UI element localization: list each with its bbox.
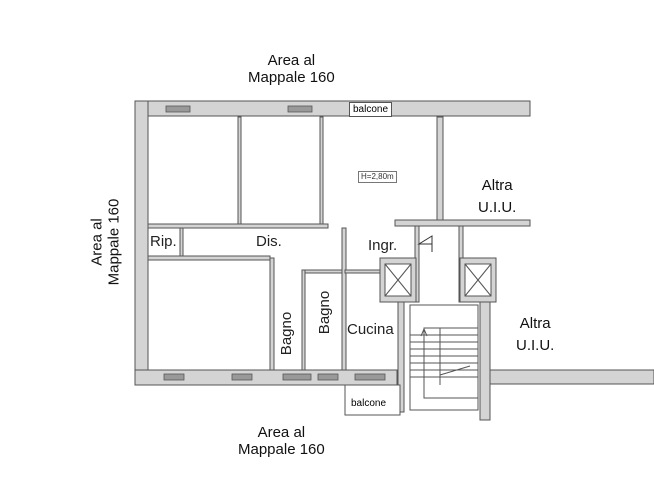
label-line: Mappale 160: [248, 69, 335, 86]
room-rip: Rip.: [150, 233, 177, 250]
room-bagno-1: Bagno: [278, 311, 296, 356]
window: [354, 373, 386, 381]
room-bagno-2: Bagno: [316, 290, 334, 335]
wall-bottom-right: [489, 369, 654, 385]
staircase: [409, 304, 479, 411]
label-altra-uiu-bottom: Altra U.I.U.: [516, 313, 554, 357]
elevator-right: [459, 257, 497, 303]
partition: [436, 116, 444, 221]
window: [231, 373, 253, 381]
room-dis: Dis.: [256, 233, 282, 250]
window: [282, 373, 312, 381]
label-line: U.I.U.: [516, 337, 555, 354]
wall-left: [134, 100, 149, 386]
elevator-left: [379, 257, 417, 303]
label-line: Mappale 160: [105, 198, 123, 286]
entrance-arrow-icon: [417, 235, 433, 252]
partition: [147, 223, 329, 229]
partition: [237, 116, 242, 226]
partition: [344, 269, 381, 274]
balcony-top-label: balcone: [349, 102, 393, 117]
label-altra-uiu-top: Altra U.I.U.: [478, 175, 516, 219]
room-ingr: Ingr.: [368, 237, 398, 254]
label-line: Mappale 160: [238, 441, 325, 458]
window: [287, 105, 313, 113]
label-line: Area al: [257, 424, 306, 441]
wall-top: [134, 100, 531, 117]
label-line: U.I.U.: [478, 199, 517, 216]
label-line: Altra: [519, 315, 551, 332]
window: [317, 373, 339, 381]
label-line: Area al: [88, 218, 106, 266]
balcony-bottom-label: balcone: [348, 397, 390, 410]
partition: [479, 299, 491, 421]
partition: [301, 269, 306, 371]
label-area-bottom: Area al Mappale 160: [238, 424, 325, 458]
partition: [269, 257, 275, 371]
partition: [179, 227, 184, 257]
window: [163, 373, 185, 381]
partition: [319, 116, 324, 226]
label-line: Altra: [481, 177, 513, 194]
height-note: H=2,80m: [358, 171, 397, 183]
window: [165, 105, 191, 113]
label-area-top: Area al Mappale 160: [248, 52, 335, 86]
partition: [341, 227, 347, 371]
partition: [394, 219, 531, 227]
room-cucina: Cucina: [347, 321, 394, 338]
partition: [304, 269, 346, 274]
label-line: Area al: [267, 52, 316, 69]
partition: [147, 255, 271, 261]
label-area-left: Area al Mappale 160: [88, 199, 122, 286]
